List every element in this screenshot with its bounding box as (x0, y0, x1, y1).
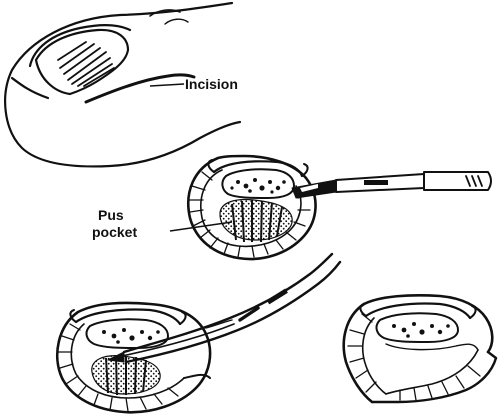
cross-section-forceps (55, 301, 212, 414)
forceps (107, 252, 342, 364)
nail-shading (57, 41, 115, 87)
pus-pocket-septa (231, 200, 283, 243)
cross-section-scalpel (187, 154, 317, 261)
incision-leader (149, 83, 185, 87)
pus-pocket-label-line1: Pus (98, 207, 124, 223)
pus-pocket-septa-2 (105, 355, 147, 396)
scalpel (291, 171, 492, 199)
pus-pocket-label-line2: pocket (92, 224, 138, 240)
bone-marrow-dots-3 (392, 322, 450, 338)
bone-marrow-dots (230, 178, 286, 194)
incision-label: Incision (185, 76, 238, 92)
incision-line (84, 73, 196, 104)
finger-drawing (4, 1, 242, 168)
cross-section-drained (342, 293, 498, 404)
pus-pocket-region (219, 198, 293, 241)
bone-marrow-dots-2 (102, 328, 160, 344)
pus-pocket-leader (169, 221, 233, 232)
